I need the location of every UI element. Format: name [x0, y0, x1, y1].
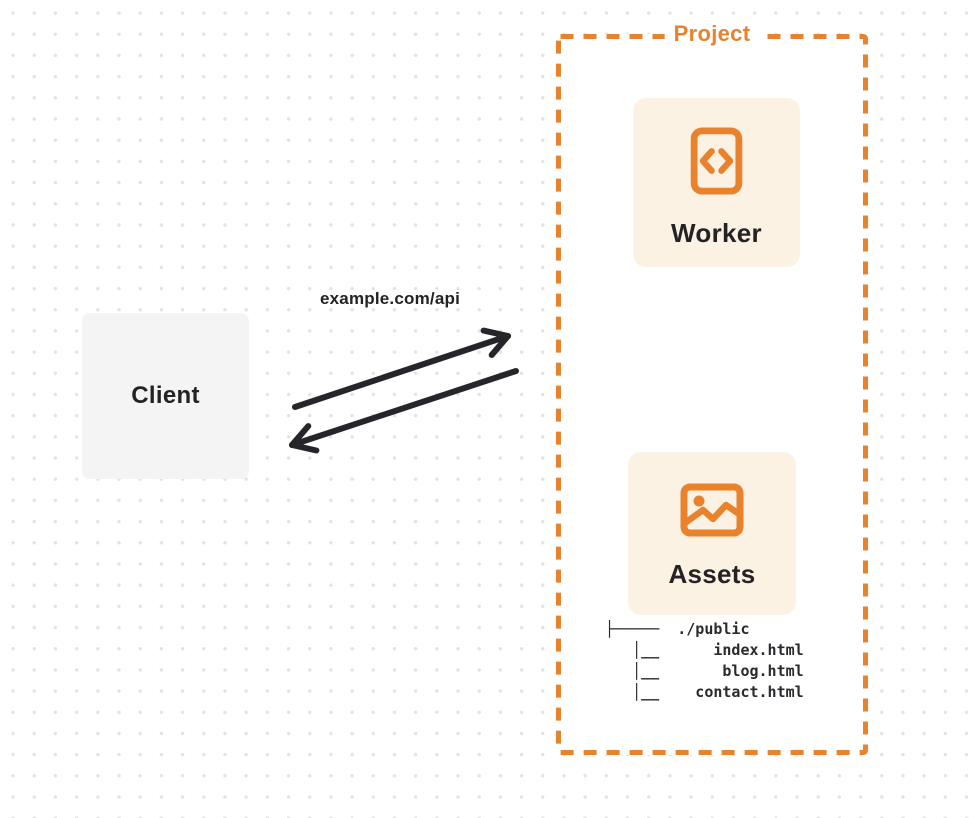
project-container: Project Worker Assets ├───── ./public │_…	[556, 18, 868, 755]
worker-node: Worker	[633, 98, 800, 267]
assets-label: Assets	[668, 559, 756, 589]
client-label: Client	[131, 382, 200, 409]
file-tree-line-index: │__ index.html	[605, 641, 804, 659]
project-dashed-border	[556, 34, 868, 755]
file-tree-line-contact: │__ contact.html	[605, 683, 804, 701]
assets-node: Assets	[628, 452, 796, 615]
response-arrow	[289, 368, 519, 454]
assets-file-tree: ├───── ./public │__ index.html │__ blog.…	[605, 619, 804, 703]
project-title: Project	[664, 18, 760, 50]
worker-label: Worker	[671, 218, 762, 248]
client-node: Client	[82, 313, 249, 479]
file-tree-line-blog: │__ blog.html	[605, 662, 804, 680]
request-arrow	[292, 327, 511, 410]
file-tree-line-public: ├───── ./public	[605, 620, 750, 638]
code-document-icon	[690, 127, 743, 195]
request-url-label: example.com/api	[319, 289, 460, 308]
request-response-arrows	[289, 327, 519, 454]
image-icon	[680, 483, 744, 537]
